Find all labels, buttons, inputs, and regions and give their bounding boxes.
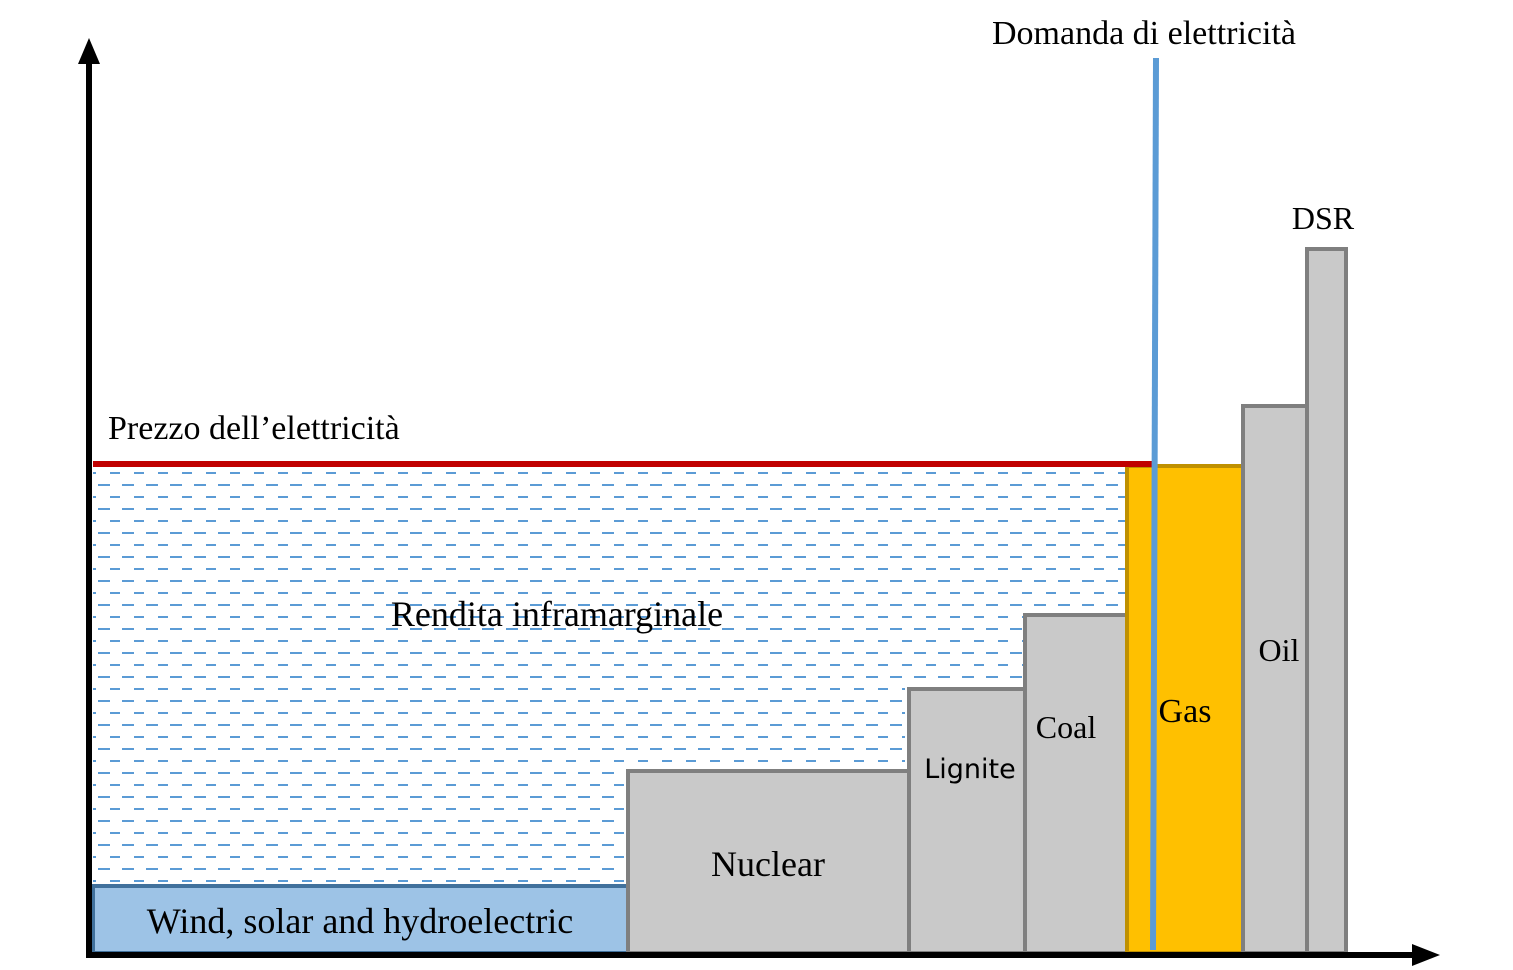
x-axis-arrow xyxy=(1412,944,1440,966)
oil-label: Oil xyxy=(1259,632,1300,668)
demand-label: Domanda di elettricità xyxy=(992,15,1296,52)
oil-block xyxy=(1241,404,1309,955)
y-axis-arrow xyxy=(78,38,100,64)
gas-label: Gas xyxy=(1159,693,1212,730)
coal-label: Coal xyxy=(1036,709,1097,745)
nuclear-block xyxy=(626,769,911,955)
lignite-label: Lignite xyxy=(924,754,1016,785)
demand-line xyxy=(1150,57,1159,951)
lignite-block xyxy=(907,687,1027,955)
dsr-label: DSR xyxy=(1292,200,1355,236)
price-label: Prezzo dell’elettricità xyxy=(108,410,400,447)
coal-block xyxy=(1023,613,1129,955)
inframarginal-rent-area xyxy=(93,466,1127,886)
dsr-block xyxy=(1305,247,1348,955)
rent-label: Rendita inframarginale xyxy=(391,594,723,634)
nuclear-label: Nuclear xyxy=(711,844,825,884)
renewables-label: Wind, solar and hydroelectric xyxy=(147,901,573,941)
